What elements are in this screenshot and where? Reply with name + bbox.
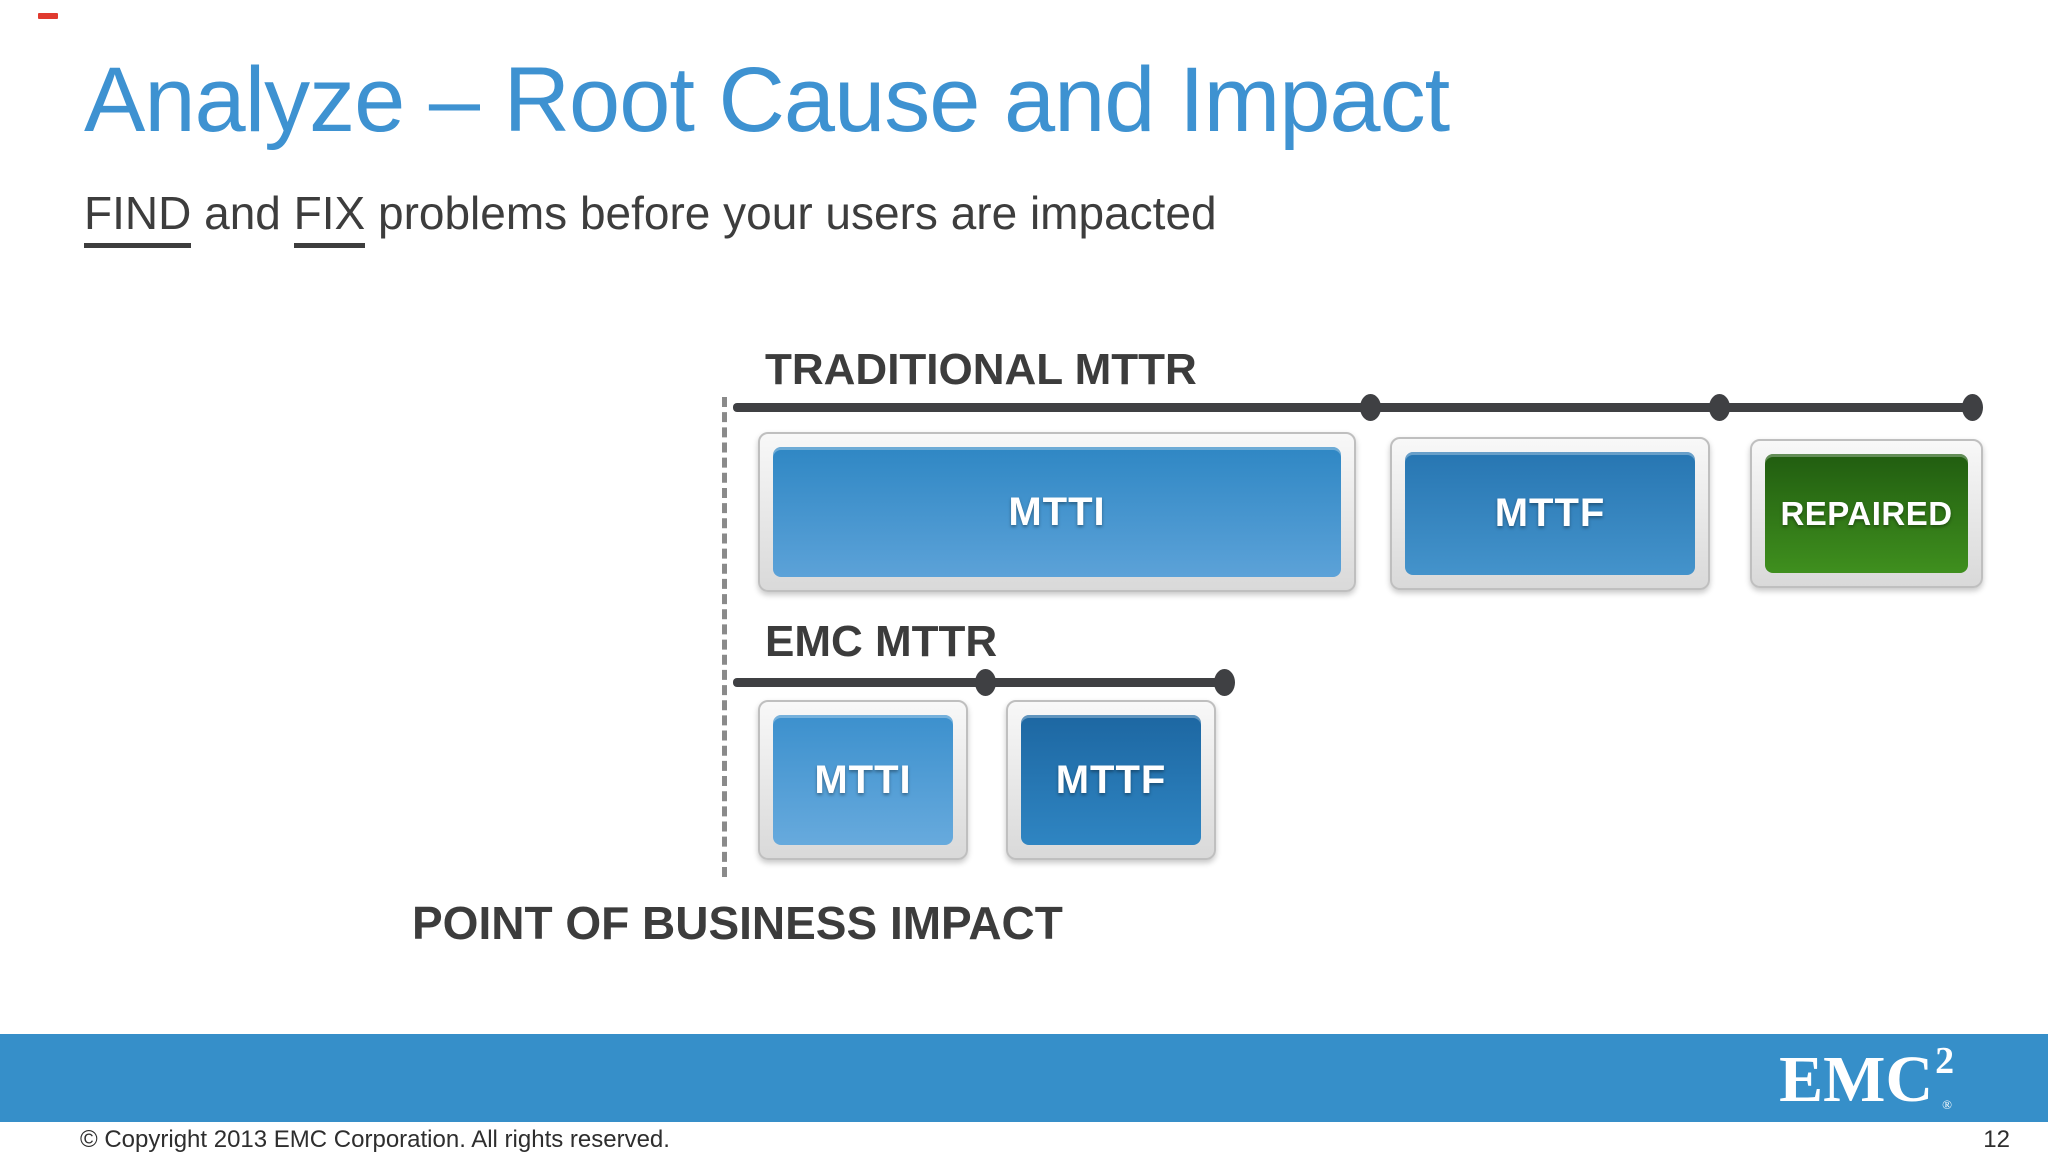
timeline-dot [1962, 394, 1983, 421]
timeline-dot [975, 669, 996, 696]
red-marker-icon [38, 13, 58, 19]
copyright-text: © Copyright 2013 EMC Corporation. All ri… [80, 1126, 670, 1152]
timeline-dot [1214, 669, 1235, 696]
mtti-box-emc: MTTI [758, 700, 968, 860]
page-title: Analyze – Root Cause and Impact [84, 49, 1450, 151]
subtitle-find-word: FIND [84, 187, 192, 248]
mttf-box-traditional: MTTF [1390, 437, 1710, 590]
subtitle-rest-text: problems before your users are impacted [365, 187, 1217, 239]
registered-trademark-icon: ® [1942, 1097, 1952, 1112]
mttf-box-emc-label: MTTF [1021, 715, 1201, 845]
repaired-box: REPAIRED [1750, 439, 1983, 588]
slide-subtitle: FIND and FIX problems before your users … [84, 186, 1884, 248]
subtitle-and-word: and [191, 187, 294, 239]
mttf-box-emc: MTTF [1006, 700, 1216, 860]
emc-logo-superscript: 2 [1935, 1040, 1955, 1082]
mtti-box-traditional-label: MTTI [773, 447, 1341, 577]
subtitle-fix-word: FIX [293, 187, 366, 248]
timeline-dot [1709, 394, 1730, 421]
business-impact-label: POINT OF BUSINESS IMPACT [412, 897, 1063, 949]
traditional-mttr-label: TRADITIONAL MTTR [765, 345, 1197, 394]
emc-logo: EMC2 ® [1779, 1042, 1964, 1113]
emc-mttr-label: EMC MTTR [765, 617, 998, 666]
timeline-dot [1360, 394, 1381, 421]
repaired-box-label: REPAIRED [1765, 454, 1968, 573]
mttf-box-traditional-label: MTTF [1405, 452, 1695, 575]
mtti-box-emc-label: MTTI [773, 715, 953, 845]
page-number: 12 [1983, 1126, 2010, 1152]
footer-accent-bar: EMC2 ® [0, 1034, 2048, 1122]
mtti-box-traditional: MTTI [758, 432, 1356, 592]
emc-logo-text: EMC [1779, 1043, 1934, 1116]
business-impact-dashed-line [722, 397, 727, 877]
traditional-timeline [733, 403, 1975, 412]
